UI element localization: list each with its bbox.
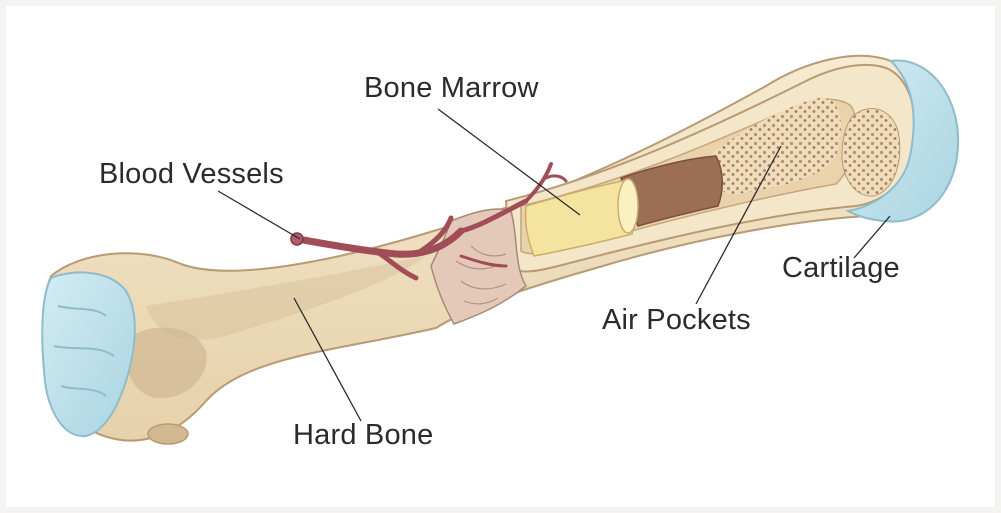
label-hard-bone: Hard Bone: [293, 419, 433, 452]
leader-blood-vessels: [218, 191, 300, 239]
label-air-pockets: Air Pockets: [602, 304, 751, 337]
figure-frame: Bone Marrow Blood Vessels Air Pockets Ca…: [6, 6, 995, 507]
leader-bone-marrow: [438, 109, 580, 215]
label-blood-vessels: Blood Vessels: [99, 158, 284, 191]
label-cartilage: Cartilage: [782, 252, 900, 285]
label-bone-marrow: Bone Marrow: [364, 72, 539, 105]
marrow-yellow-cap: [618, 179, 638, 233]
bone-condyle-hole: [148, 424, 188, 444]
air-pockets-end: [842, 108, 900, 196]
